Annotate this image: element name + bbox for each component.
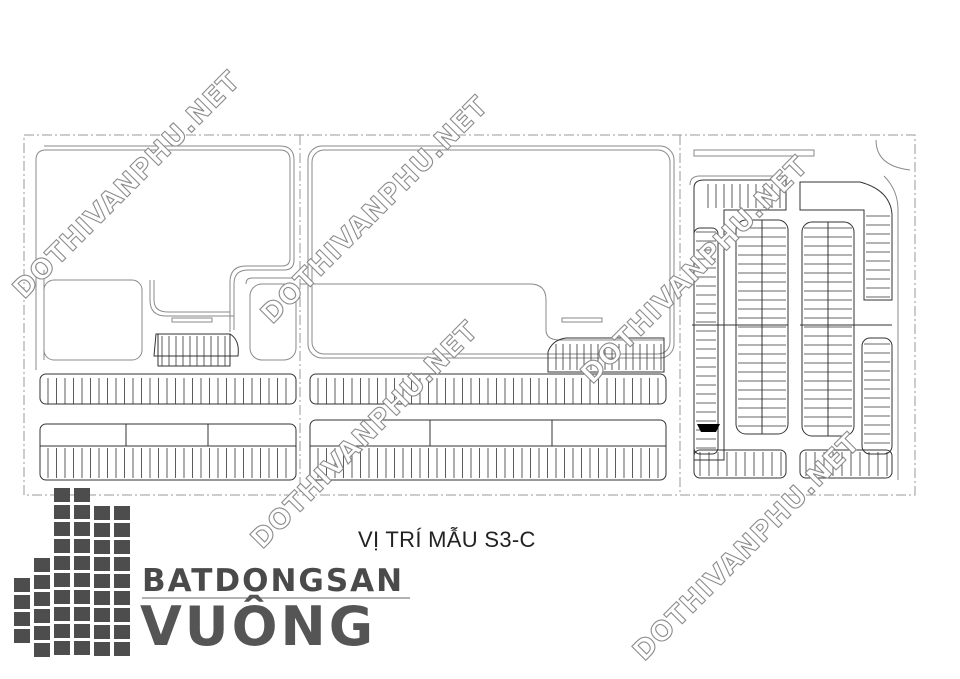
- left-block: [35, 145, 295, 370]
- brand-name-top: BATDONGSAN: [142, 563, 405, 599]
- right-lot-rows: [692, 179, 893, 479]
- left-lot-rows: [39, 333, 297, 481]
- watermark-3: DOTHIVANPHU.NET: [245, 315, 485, 555]
- watermark-group: DOTHIVANPHU.NET DOTHIVANPHU.NET DOTHIVAN…: [6, 65, 867, 668]
- site-boundary: [23, 134, 916, 496]
- watermark-2: DOTHIVANPHU.NET: [255, 90, 495, 330]
- highlighted-lot-s3c[interactable]: [697, 424, 720, 432]
- building-grid-logo-icon: [14, 488, 130, 657]
- brand-name-bottom: VUÔNG: [140, 595, 377, 658]
- map-caption: VỊ TRÍ MẪU S3-C: [358, 527, 536, 552]
- right-block: [689, 139, 911, 480]
- watermark-1: DOTHIVANPHU.NET: [7, 65, 247, 305]
- watermark-5: DOTHIVANPHU.NET: [627, 427, 867, 667]
